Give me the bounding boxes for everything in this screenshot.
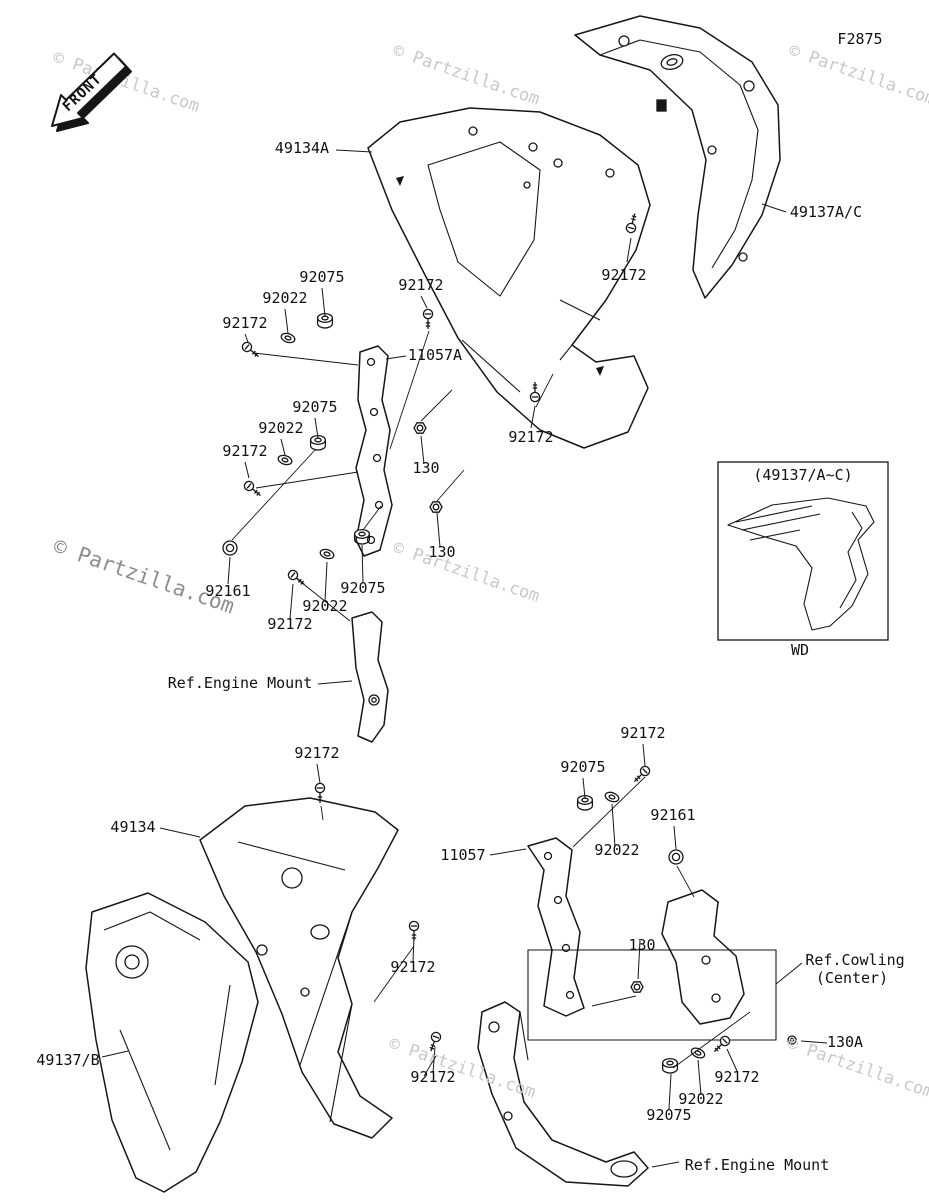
part-11057a-outline [355, 345, 393, 557]
callout-92172-d3[interactable]: 92172 [390, 958, 435, 976]
callout-92075-u3[interactable]: 92075 [340, 579, 385, 597]
figure-code: F2875 [837, 30, 882, 48]
inset-border [717, 461, 889, 641]
callout-92075-u2[interactable]: 92075 [292, 398, 337, 416]
watermark-text: © Partzilla.com [50, 534, 237, 618]
cowl-lower-holes [256, 867, 330, 997]
leader-lines [101, 149, 828, 1168]
callout-92172-d5[interactable]: 92172 [714, 1068, 759, 1086]
engine-mount-upper-grommet [368, 694, 380, 706]
callout-92075-d2[interactable]: 92075 [646, 1106, 691, 1124]
engine-mount-lower-outline [477, 1001, 649, 1187]
part-11057-outline [527, 837, 585, 1017]
callout-92172-d4[interactable]: 92172 [410, 1068, 455, 1086]
callout-92172-u4[interactable]: 92172 [222, 442, 267, 460]
cowl-lower-left-grommet [115, 945, 149, 979]
inset-cowl-drawing [727, 497, 875, 631]
callout-130a[interactable]: 130A [827, 1033, 863, 1051]
callout-92161-u[interactable]: 92161 [205, 582, 250, 600]
callout-11057a[interactable]: 11057A [408, 346, 462, 364]
watermark-text: © Partzilla.com [786, 41, 929, 110]
callout-92172-u1[interactable]: 92172 [601, 266, 646, 284]
part-49134a-outline [367, 107, 651, 449]
callout-92172-u6[interactable]: 92172 [267, 615, 312, 633]
callout-92022-u1[interactable]: 92022 [262, 289, 307, 307]
cowl-upper-fasteners [468, 126, 615, 189]
part-49134-outline [199, 797, 399, 1139]
callout-49134[interactable]: 49134 [110, 818, 155, 836]
callout-130-u2[interactable]: 130 [428, 543, 455, 561]
cowl-right-fasteners [618, 35, 755, 262]
lower-assembly-art [85, 797, 777, 1193]
watermark-text: © Partzilla.com [390, 41, 542, 110]
callout-130-u1[interactable]: 130 [412, 459, 439, 477]
ref-cowling-callout-box [527, 949, 777, 1041]
assembly-axis-lines [231, 330, 751, 1077]
callout-92075-d1[interactable]: 92075 [560, 758, 605, 776]
callout-92022-d2[interactable]: 92022 [678, 1090, 723, 1108]
callout-92022-u3[interactable]: 92022 [302, 597, 347, 615]
ref-cowling-holes [701, 955, 721, 1003]
ref-engine-mount-upper: Ref.Engine Mount [168, 674, 313, 692]
callout-49137ac[interactable]: 49137A/C [790, 203, 862, 221]
callout-49137b[interactable]: 49137/B [36, 1051, 99, 1069]
inset-title: (49137/A~C) [753, 466, 852, 484]
inset-49137 [717, 461, 889, 641]
ref-cowling-center-line1: Ref.Cowling [805, 951, 904, 969]
callout-92172-u2[interactable]: 92172 [222, 314, 267, 332]
callout-92022-d1[interactable]: 92022 [594, 841, 639, 859]
callout-92172-d2[interactable]: 92172 [620, 724, 665, 742]
callout-92075-u1[interactable]: 92075 [299, 268, 344, 286]
upper-assembly-art [351, 15, 781, 743]
callout-92172-u3[interactable]: 92172 [398, 276, 443, 294]
callout-92172-u5[interactable]: 92172 [508, 428, 553, 446]
part-49137b-outline [85, 892, 259, 1193]
ref-cowling-center-line2: (Center) [816, 969, 888, 987]
callouts: F2875 49134A 49137A/C 92172 92075 92022 … [36, 30, 904, 1174]
callout-130-d[interactable]: 130 [628, 936, 655, 954]
callout-49134a[interactable]: 49134A [275, 139, 329, 157]
part-49134a-window [427, 141, 541, 297]
watermark-text: © Partzilla.com [390, 538, 542, 607]
callout-92172-d1[interactable]: 92172 [294, 744, 339, 762]
inset-caption: WD [791, 641, 809, 659]
part-49137ac-outline [574, 15, 781, 299]
engine-mount-upper-outline [351, 611, 389, 743]
callout-11057[interactable]: 11057 [440, 846, 485, 864]
callout-92161-d[interactable]: 92161 [650, 806, 695, 824]
ref-engine-mount-lower: Ref.Engine Mount [685, 1156, 830, 1174]
engine-mount-lower-details [488, 1021, 638, 1178]
callout-92022-u2[interactable]: 92022 [258, 419, 303, 437]
